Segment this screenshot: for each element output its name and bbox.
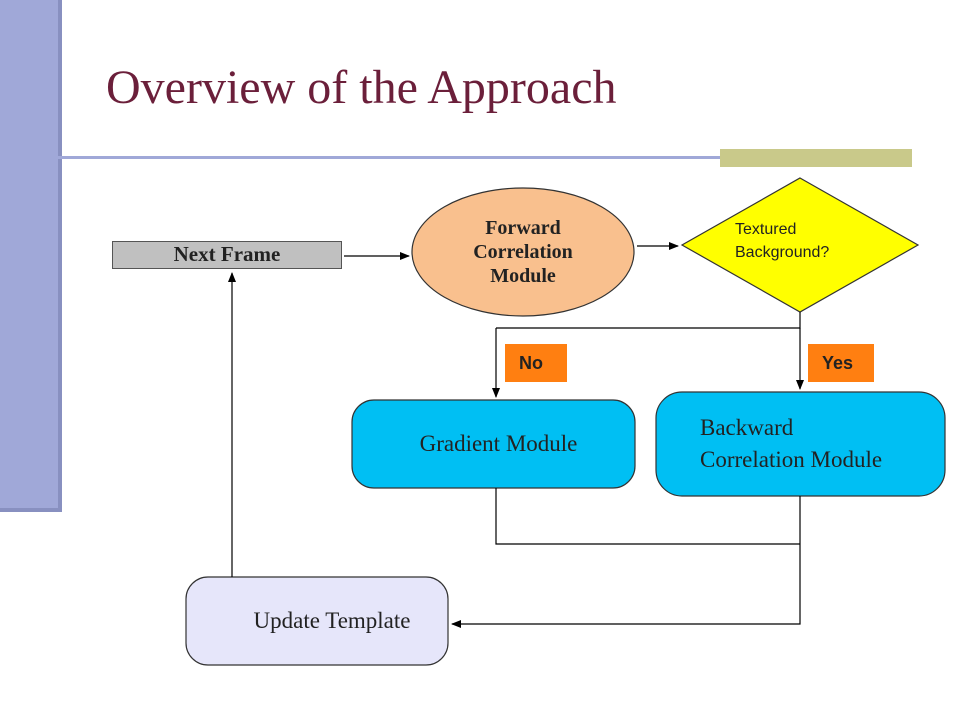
forward-label-line-2: Correlation — [473, 241, 573, 263]
branch-no-label: No — [519, 352, 543, 373]
connector-gradient-merge — [495, 488, 800, 545]
left-accent-bar — [0, 0, 62, 512]
backward-correlation-label: Backward Correlation Module — [700, 392, 945, 496]
decision-label-line-2: Background? — [735, 244, 830, 261]
branch-yes-badge: Yes — [808, 344, 874, 382]
forward-label-line-1: Forward — [485, 217, 561, 239]
arrow-to-update-template — [451, 496, 801, 628]
slide-title: Overview of the Approach — [106, 61, 617, 114]
gradient-module-node — [351, 399, 636, 489]
decision-label-line-1: Textured — [735, 220, 797, 238]
forward-correlation-node — [411, 187, 635, 317]
backward-label-line-1: Backward — [700, 415, 794, 441]
title-accent-block — [720, 149, 912, 167]
gradient-module-label: Gradient Module — [352, 400, 635, 488]
update-template-node — [185, 576, 449, 666]
update-template-label: Update Template — [186, 577, 448, 665]
forward-correlation-label: Forward Correlation Module — [412, 188, 634, 316]
backward-label-line-2: Correlation Module — [700, 447, 883, 472]
branch-no-badge: No — [505, 344, 567, 382]
title-underline — [40, 156, 912, 159]
decision-label: Textured Background? — [735, 214, 885, 268]
next-frame-node: Next Frame — [112, 241, 342, 269]
forward-label-line-3: Module — [490, 265, 556, 287]
update-template-text: Update Template — [253, 608, 411, 634]
gradient-module-text: Gradient Module — [419, 431, 578, 457]
branch-yes-label: Yes — [822, 352, 854, 373]
next-frame-label: Next Frame — [173, 242, 281, 267]
